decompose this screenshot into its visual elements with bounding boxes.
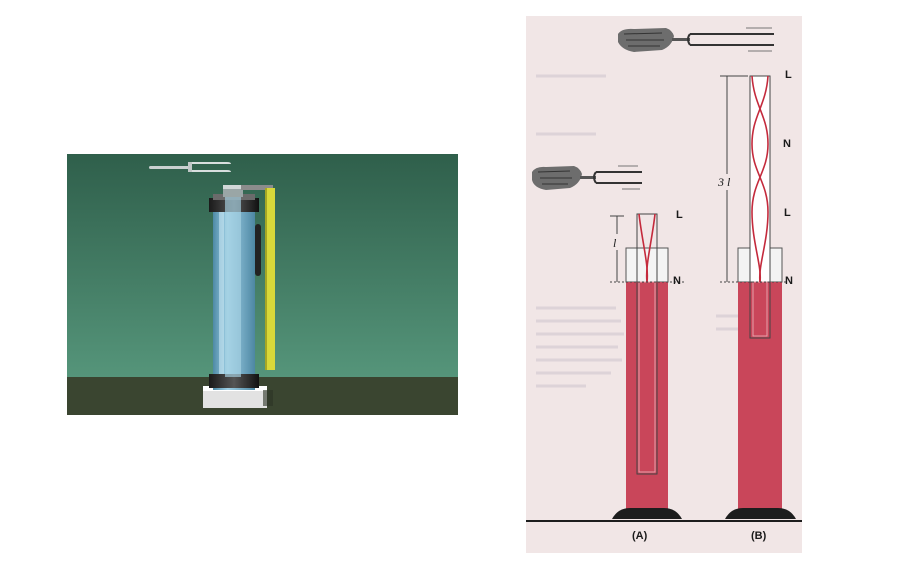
resonance-tube-illustration [67,154,458,415]
label-b-mid-node: N [783,138,791,150]
label-b-top-antinode: L [785,69,792,81]
label-a-top-antinode: L [676,209,683,221]
inner-tube [223,185,243,377]
diagram-canvas: L l N (A) [526,16,802,553]
label-b-node: N [785,275,793,287]
label-b-mid-antinode: L [784,207,791,219]
standing-wave-diagram: L l N (A) [526,16,802,553]
illustration-canvas [67,154,458,415]
caption-a: (A) [632,530,648,542]
label-a-node: N [673,275,681,287]
label-b-length: 3 l [717,175,731,189]
caption-b: (B) [751,530,767,542]
